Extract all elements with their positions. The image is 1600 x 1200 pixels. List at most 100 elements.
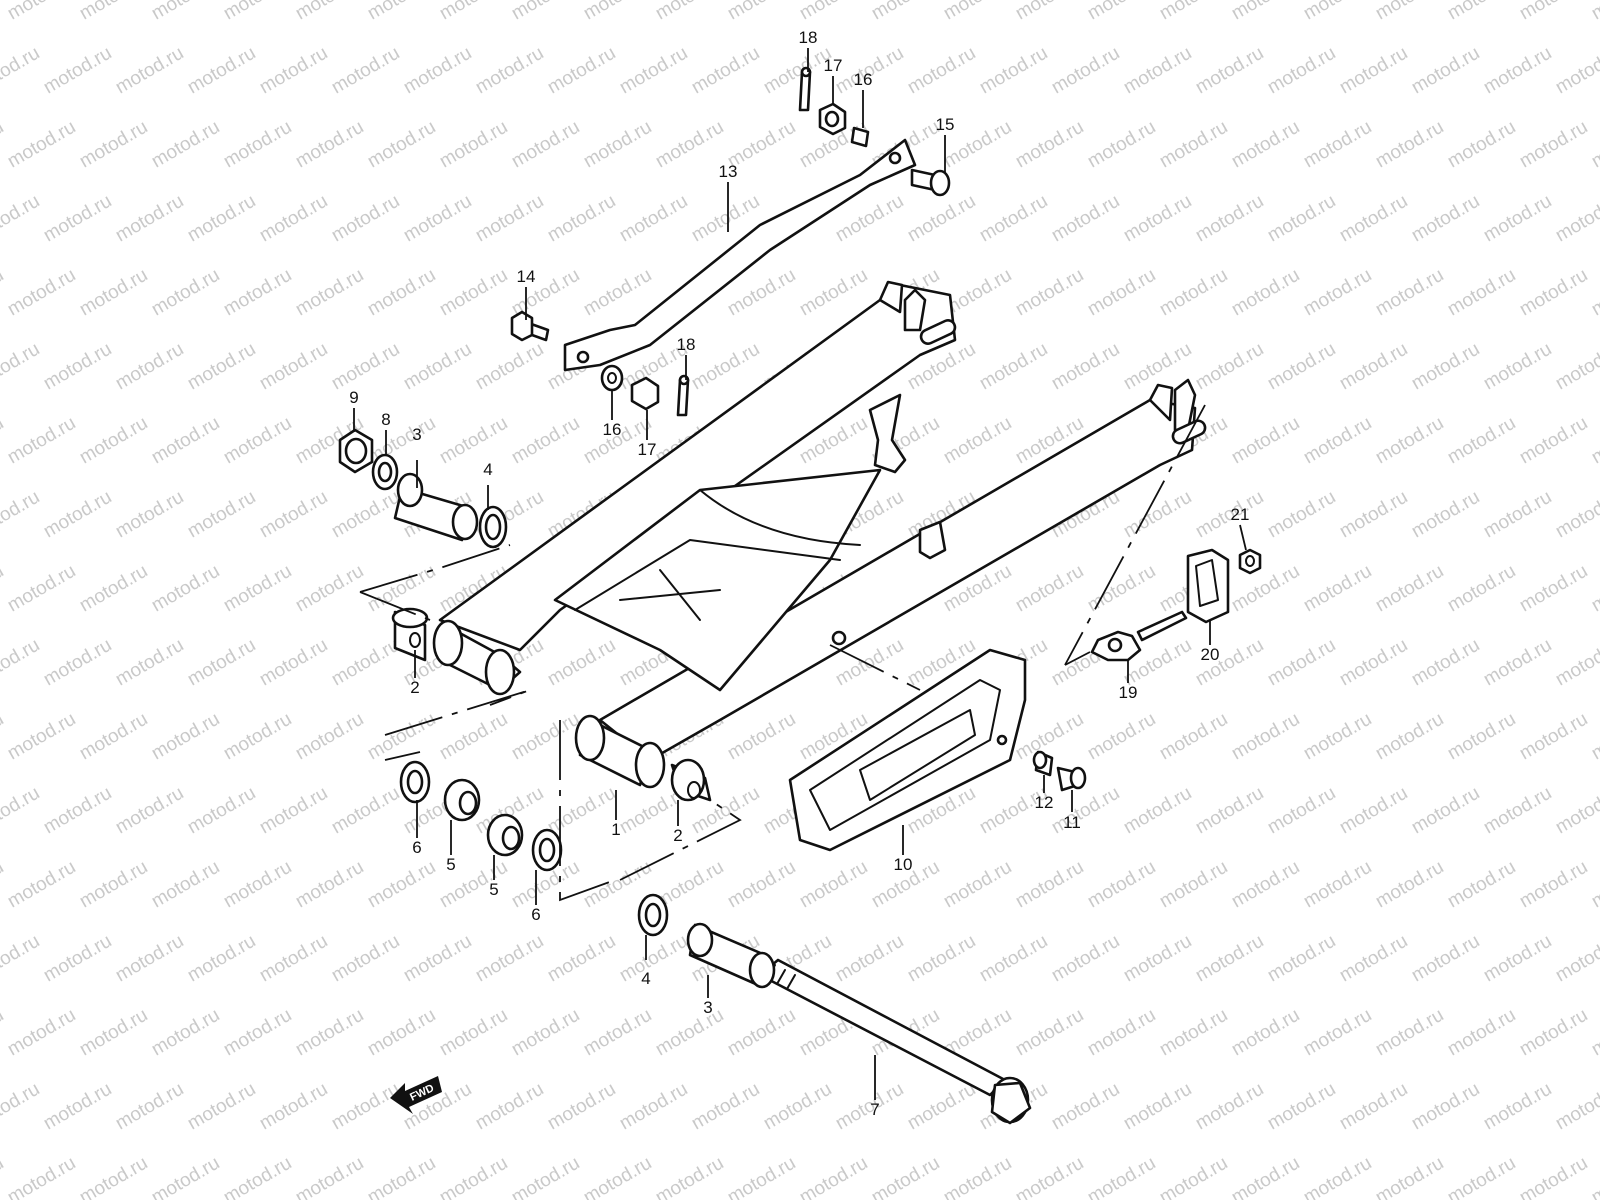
- bearing-part-5-a[interactable]: [443, 778, 481, 822]
- callout-18-b: 18: [677, 335, 696, 354]
- watermark-text: motod.ru: [364, 265, 439, 321]
- watermark-text: motod.ru: [1264, 1079, 1339, 1135]
- watermark-text: motod.ru: [184, 487, 259, 543]
- watermark-text: motod.ru: [436, 117, 511, 173]
- watermark-text: motod.ru: [796, 0, 871, 24]
- adjuster-part-19[interactable]: [1090, 610, 1188, 662]
- bushing-part-2-upper[interactable]: [391, 607, 429, 662]
- collar-part-12[interactable]: [1032, 750, 1054, 777]
- watermark-text: motod.ru: [724, 1005, 799, 1061]
- watermark-text: motod.ru: [1336, 339, 1411, 395]
- watermark-text: motod.ru: [580, 1005, 655, 1061]
- watermark-text: motod.ru: [1372, 857, 1447, 913]
- leader-lines: [353, 48, 1247, 1100]
- callout-14: 14: [517, 267, 536, 286]
- washer-part-16-b[interactable]: [600, 364, 624, 392]
- callout-4-upper: 4: [483, 460, 492, 479]
- watermark-text: motod.ru: [0, 339, 43, 395]
- watermark-text: motod.ru: [364, 1153, 439, 1200]
- callout-1: 1: [611, 820, 620, 839]
- bolt-part-11[interactable]: [1056, 766, 1087, 792]
- seal-part-4-lower[interactable]: [637, 893, 669, 937]
- watermark-text: motod.ru: [580, 117, 655, 173]
- watermark-text: motod.ru: [1588, 413, 1600, 469]
- watermark-text: motod.ru: [436, 709, 511, 765]
- watermark-text: motod.ru: [1048, 191, 1123, 247]
- watermark-text: motod.ru: [652, 1005, 727, 1061]
- callout-10: 10: [894, 855, 913, 874]
- nut-part-17-b[interactable]: [630, 376, 660, 411]
- watermark-text: motod.ru: [1300, 561, 1375, 617]
- watermark-text: motod.ru: [1264, 931, 1339, 987]
- bolt-part-14[interactable]: [510, 310, 550, 342]
- watermark-text: motod.ru: [1408, 931, 1483, 987]
- callout-2-lower: 2: [673, 826, 682, 845]
- bearing-part-5-b[interactable]: [486, 813, 524, 857]
- watermark-text: motod.ru: [148, 709, 223, 765]
- callout-16-a: 16: [854, 70, 873, 89]
- watermark-text: motod.ru: [1480, 487, 1555, 543]
- watermark-text: motod.ru: [1228, 117, 1303, 173]
- stay-bar-part-13[interactable]: [563, 138, 917, 372]
- watermark-text: motod.ru: [1264, 43, 1339, 99]
- watermark-text: motod.ru: [400, 931, 475, 987]
- watermark-text: motod.ru: [1084, 117, 1159, 173]
- bushing-part-2-lower[interactable]: [670, 758, 712, 802]
- watermark-text: motod.ru: [256, 1079, 331, 1135]
- bolt-part-15[interactable]: [910, 168, 951, 197]
- chain-case-part-10[interactable]: [788, 648, 1027, 852]
- watermark-text: motod.ru: [0, 857, 7, 913]
- watermark-text: motod.ru: [1408, 191, 1483, 247]
- watermark-text: motod.ru: [1444, 857, 1519, 913]
- watermark-text: motod.ru: [292, 265, 367, 321]
- nut-part-9[interactable]: [338, 428, 374, 474]
- cotter-pin-part-18-a[interactable]: [798, 66, 812, 112]
- watermark-text: motod.ru: [796, 857, 871, 913]
- watermark-text: motod.ru: [832, 931, 907, 987]
- watermark-text: motod.ru: [1228, 1153, 1303, 1200]
- watermark-text: motod.ru: [1084, 709, 1159, 765]
- watermark-text: motod.ru: [1120, 783, 1195, 839]
- watermark-text: motod.ru: [0, 931, 43, 987]
- watermark-text: motod.ru: [904, 191, 979, 247]
- watermark-text: motod.ru: [364, 117, 439, 173]
- watermark-text: motod.ru: [184, 191, 259, 247]
- seal-part-4-upper[interactable]: [478, 505, 508, 549]
- watermark-text: motod.ru: [1300, 1005, 1375, 1061]
- collar-part-3-lower[interactable]: [686, 922, 776, 989]
- watermark-text: motod.ru: [904, 1079, 979, 1135]
- watermark-text: motod.ru: [1516, 0, 1591, 24]
- watermark-text: motod.ru: [1300, 1153, 1375, 1200]
- watermark-text: motod.ru: [616, 1079, 691, 1135]
- watermark-text: motod.ru: [1516, 117, 1591, 173]
- watermark-text: motod.ru: [1192, 783, 1267, 839]
- watermark-text: motod.ru: [1480, 931, 1555, 987]
- watermark-text: motod.ru: [112, 487, 187, 543]
- callout-17-a: 17: [824, 56, 843, 75]
- watermark-text: motod.ru: [1192, 931, 1267, 987]
- washer-part-6-b[interactable]: [531, 828, 563, 872]
- watermark-text: motod.ru: [1372, 561, 1447, 617]
- watermark-text: motod.ru: [0, 117, 7, 173]
- watermark-text: motod.ru: [328, 635, 403, 691]
- washer-part-6-a[interactable]: [399, 760, 431, 804]
- watermark-text: motod.ru: [508, 1005, 583, 1061]
- watermark-text: motod.ru: [4, 857, 79, 913]
- watermark-text: motod.ru: [1228, 413, 1303, 469]
- watermark-text: motod.ru: [40, 783, 115, 839]
- cotter-pin-part-18-b[interactable]: [676, 374, 690, 417]
- watermark-text: motod.ru: [472, 339, 547, 395]
- adjuster-plate-part-20[interactable]: [1186, 548, 1230, 624]
- callout-19: 19: [1119, 683, 1138, 702]
- washer-part-16-a[interactable]: [850, 126, 870, 148]
- collar-part-3-upper[interactable]: [393, 472, 479, 542]
- watermark-text: motod.ru: [328, 339, 403, 395]
- watermark-text: motod.ru: [0, 487, 43, 543]
- watermark-text: motod.ru: [472, 43, 547, 99]
- nut-part-17-a[interactable]: [818, 102, 847, 136]
- watermark-text: motod.ru: [328, 931, 403, 987]
- nut-part-21[interactable]: [1238, 548, 1262, 575]
- washer-part-8[interactable]: [371, 453, 399, 491]
- watermark-text: motod.ru: [112, 339, 187, 395]
- watermark-text: motod.ru: [508, 0, 583, 24]
